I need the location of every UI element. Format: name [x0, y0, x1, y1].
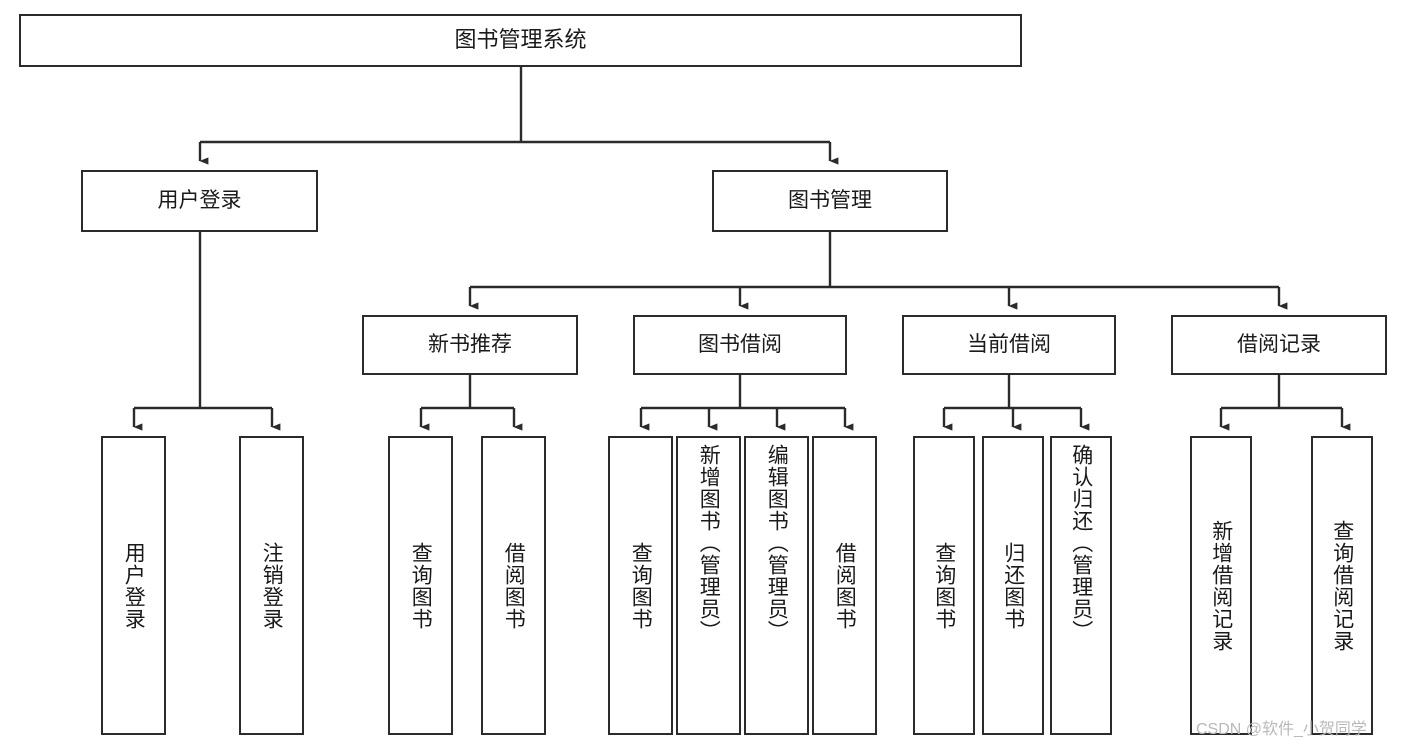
node-root[interactable]: 图书管理系统 — [19, 14, 1022, 67]
node-label: 查询图书 — [409, 541, 433, 630]
node-label: 编辑图书（管理员） — [765, 444, 789, 642]
node-label: 借阅记录 — [1237, 333, 1321, 357]
node-label: 图书借阅 — [698, 333, 782, 357]
node-book_borrow[interactable]: 图书借阅 — [633, 315, 847, 375]
node-label: 借阅图书 — [833, 541, 857, 630]
node-leaf_logout[interactable]: 注销登录 — [239, 436, 304, 735]
node-label: 图书管理 — [788, 189, 872, 213]
node-label: 归还图书 — [1001, 541, 1025, 630]
node-label: 确认归还（管理员） — [1069, 444, 1093, 642]
node-label: 用户登录 — [122, 541, 146, 630]
node-label: 新增图书（管理员） — [697, 444, 721, 642]
node-leaf_q_rec[interactable]: 查询借阅记录 — [1311, 436, 1373, 735]
node-leaf_q_book_1[interactable]: 查询图书 — [388, 436, 453, 735]
node-borrow_record[interactable]: 借阅记录 — [1171, 315, 1387, 375]
node-current_borrow[interactable]: 当前借阅 — [902, 315, 1116, 375]
node-leaf_conf_ret[interactable]: 确认归还（管理员） — [1050, 436, 1112, 735]
node-leaf_return[interactable]: 归还图书 — [982, 436, 1044, 735]
node-book_manage[interactable]: 图书管理 — [712, 170, 948, 232]
node-leaf_q_book_3[interactable]: 查询图书 — [913, 436, 975, 735]
node-label: 借阅图书 — [502, 541, 526, 630]
node-leaf_add_book[interactable]: 新增图书（管理员） — [676, 436, 741, 735]
node-label: 新增借阅记录 — [1209, 519, 1233, 652]
node-user_login[interactable]: 用户登录 — [81, 170, 318, 232]
node-label: 查询借阅记录 — [1330, 519, 1354, 652]
node-label: 当前借阅 — [967, 333, 1051, 357]
node-leaf_edit_book[interactable]: 编辑图书（管理员） — [744, 436, 809, 735]
node-leaf_borrow_1[interactable]: 借阅图书 — [481, 436, 546, 735]
node-label: 用户登录 — [157, 189, 242, 213]
node-leaf_borrow_2[interactable]: 借阅图书 — [812, 436, 877, 735]
node-leaf_q_book_2[interactable]: 查询图书 — [608, 436, 673, 735]
node-label: 查询图书 — [932, 541, 956, 630]
node-leaf_user_login[interactable]: 用户登录 — [101, 436, 166, 735]
node-label: 查询图书 — [629, 541, 653, 630]
node-label: 注销登录 — [260, 541, 284, 630]
node-leaf_add_rec[interactable]: 新增借阅记录 — [1190, 436, 1252, 735]
node-label: 图书管理系统 — [454, 27, 587, 53]
node-label: 新书推荐 — [428, 333, 512, 357]
node-new_book_rec[interactable]: 新书推荐 — [362, 315, 578, 375]
